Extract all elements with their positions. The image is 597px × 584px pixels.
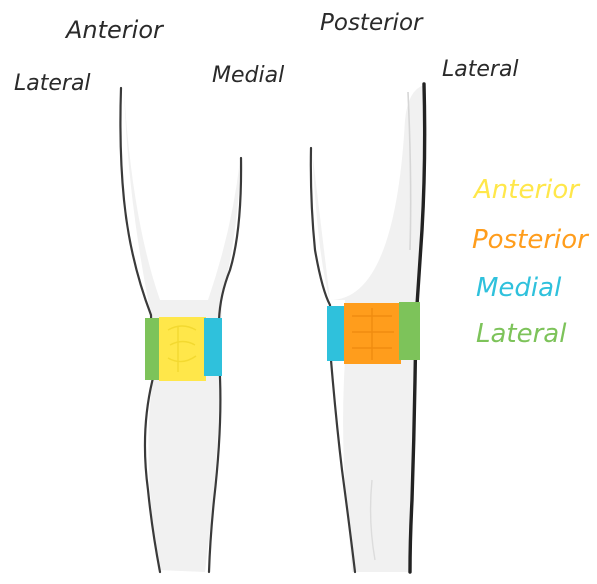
back-view-lateral-label: Lateral bbox=[442, 57, 519, 82]
back-view-title: Posterior bbox=[320, 10, 424, 36]
front-brace-medial-panel bbox=[204, 318, 222, 376]
back-brace-lateral-panel bbox=[399, 302, 420, 360]
legend-anterior: Anterior bbox=[472, 175, 581, 205]
legend-posterior: Posterior bbox=[472, 225, 590, 255]
legend-medial: Medial bbox=[476, 273, 562, 303]
back-brace bbox=[327, 302, 420, 364]
legend-lateral: Lateral bbox=[476, 319, 567, 349]
front-view-medial-label: Medial bbox=[212, 63, 284, 88]
front-brace-lateral-panel bbox=[145, 318, 161, 380]
color-legend: Anterior Posterior Medial Lateral bbox=[472, 175, 590, 349]
front-view-title: Anterior bbox=[64, 16, 165, 44]
back-brace-medial-panel bbox=[327, 306, 346, 361]
front-view-lateral-label: Lateral bbox=[14, 71, 91, 96]
front-brace bbox=[145, 317, 222, 381]
